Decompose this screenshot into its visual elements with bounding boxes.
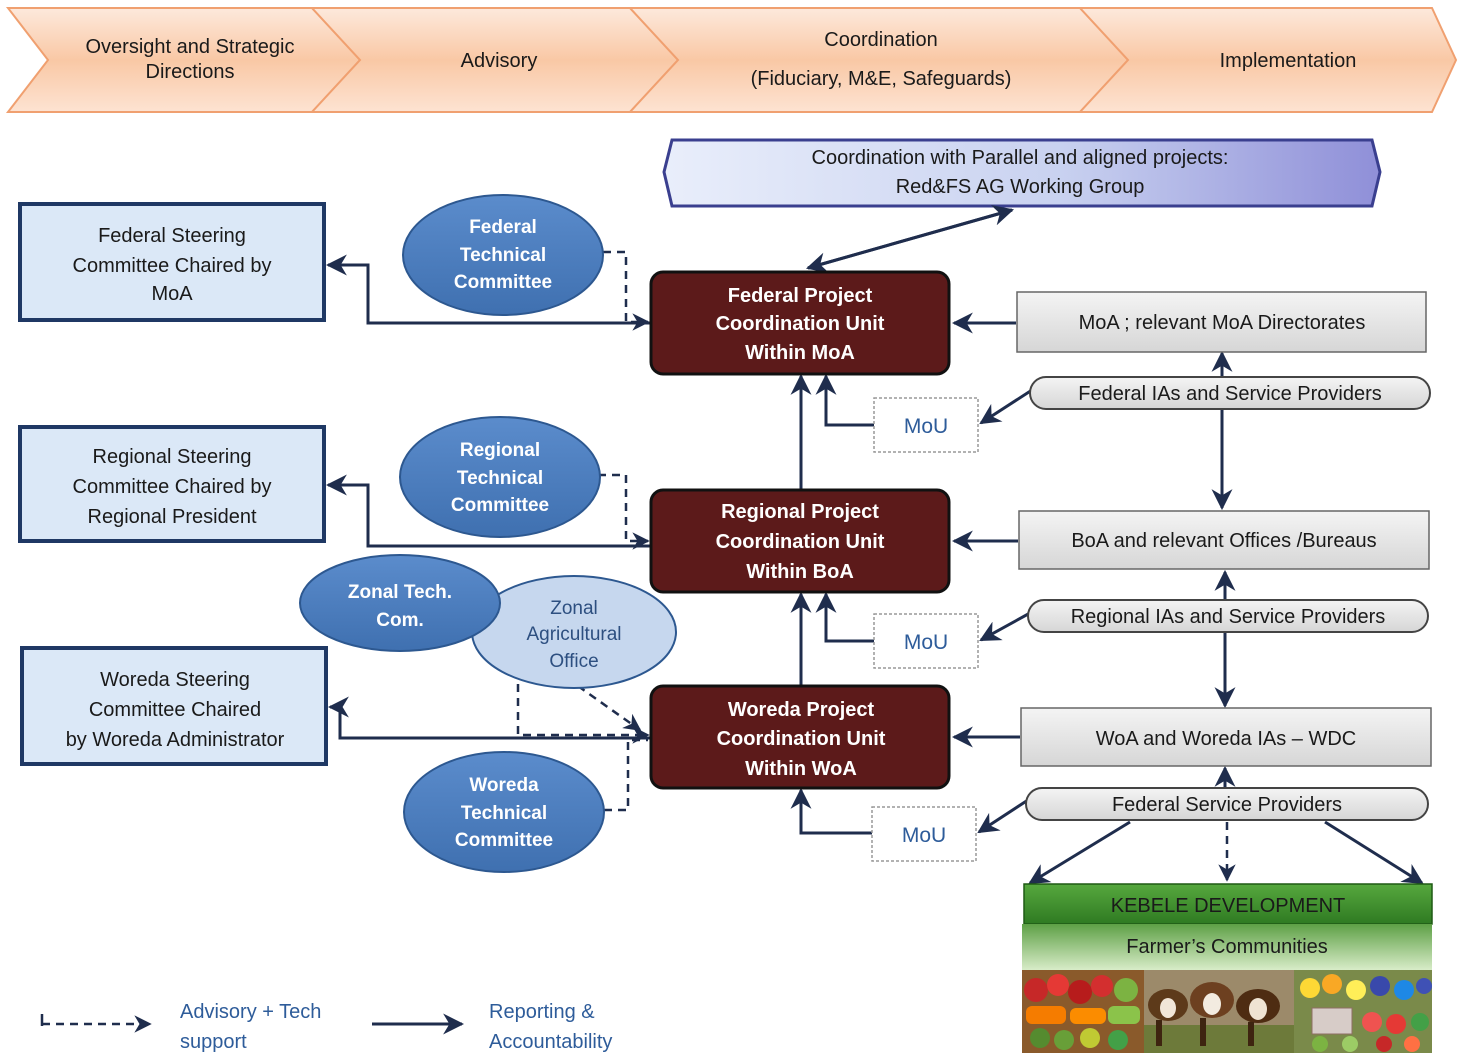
fcu-line1: Federal Project [728,285,873,307]
legend-advisory: Advisory + Tech support [40,1001,321,1053]
woreda-coordination-unit: Woreda Project Coordination Unit Within … [649,684,951,790]
zonal-technical-committee: Zonal Tech. Com. [299,554,501,652]
header-step-3-line1: Coordination [824,29,937,51]
reporting-arrows [325,205,1424,885]
federal-ias-label: Federal IAs and Service Providers [1078,383,1381,405]
woreda-technical-committee: Woreda Technical Committee [403,751,605,873]
mou-woreda: MoU [871,806,977,862]
produce-market-image [1294,970,1432,1053]
mou-regional: MoU [873,613,979,669]
wtc-line2: Technical [461,803,547,824]
ftc-line1: Federal [469,217,537,238]
chevron-coordination [627,7,1130,113]
header-step-3-line2: (Fiduciary, M&E, Safeguards) [751,68,1012,90]
regional-steering-line1: Regional Steering [93,446,252,468]
federal-service-providers-label: Federal Service Providers [1112,794,1342,816]
woa-ias-box: WoA and Woreda IAs – WDC [1020,707,1432,767]
wtc-line3: Committee [455,830,553,851]
woreda-steering-line3: by Woreda Administrator [66,729,285,751]
legend-reporting-line2: Accountability [489,1031,612,1053]
federal-service-providers-pill: Federal Service Providers [1025,787,1429,821]
steering-committee-woreda: Woreda Steering Committee Chaired by Wor… [20,646,328,766]
regional-steering-line2: Committee Chaired by [73,476,272,498]
mou-federal: MoU [873,397,979,453]
chevron-implementation [1077,7,1458,113]
woreda-steering-line2: Committee Chaired [89,699,261,721]
ftc-line3: Committee [454,272,552,293]
federal-steering-line2: Committee Chaired by [73,255,272,277]
regional-ias-pill: Regional IAs and Service Providers [1027,599,1429,633]
legend-advisory-line1: Advisory + Tech [180,1001,321,1023]
ftc-line2: Technical [460,245,546,266]
federal-steering-line3: MoA [151,283,193,305]
cattle-image [1144,970,1294,1053]
regional-technical-committee: Regional Technical Committee [399,416,601,538]
wcu-line2: Coordination Unit [717,728,886,750]
kebele-subtitle: Farmer’s Communities [1126,936,1328,958]
federal-coordination-unit: Federal Project Coordination Unit Within… [649,270,951,376]
zao-line2: Agricultural [526,624,621,645]
wtc-line1: Woreda [469,775,539,796]
farm-photo-strip [1022,970,1432,1053]
fcu-line3: Within MoA [745,342,855,364]
legend-reporting: Reporting & Accountability [372,1001,612,1053]
ztc-line1: Zonal Tech. [348,582,452,603]
rcu-line2: Coordination Unit [716,531,885,553]
woreda-steering-line1: Woreda Steering [100,669,250,691]
federal-ias-pill: Federal IAs and Service Providers [1029,376,1431,410]
header-step-2: Advisory [461,50,538,72]
header-step-4: Implementation [1220,50,1357,72]
zonal-agricultural-office: Zonal Agricultural Office [471,575,677,689]
regional-steering-line3: Regional President [88,506,257,528]
rtc-line2: Technical [457,468,543,489]
steering-committee-federal: Federal Steering Committee Chaired by Mo… [18,202,326,322]
legend: Advisory + Tech support Reporting & Acco… [40,1001,612,1053]
regional-ias-label: Regional IAs and Service Providers [1071,606,1386,628]
legend-reporting-line1: Reporting & [489,1001,595,1023]
boa-offices-label: BoA and relevant Offices /Bureaus [1071,530,1376,552]
ztc-line2: Com. [376,610,424,631]
federal-steering-line1: Federal Steering [98,225,246,247]
header-process-bar: Oversight and Strategic Directions Advis… [5,7,1458,113]
header-step-1-line2: Directions [146,61,235,83]
parallel-projects-box: Coordination with Parallel and aligned p… [662,138,1382,208]
regional-coordination-unit: Regional Project Coordination Unit Withi… [649,488,951,594]
rcu-line3: Within BoA [746,561,854,583]
kebele-development-box: KEBELE DEVELOPMENT Farmer’s Communities [1022,883,1433,970]
mou-federal-label: MoU [904,415,948,438]
rcu-line1: Regional Project [721,501,879,523]
wcu-line3: Within WoA [745,758,857,780]
woa-ias-label: WoA and Woreda IAs – WDC [1096,728,1356,750]
zao-line1: Zonal [550,598,598,619]
fcu-line2: Coordination Unit [716,313,885,335]
vegetables-image [1022,970,1144,1053]
moa-directorates-box: MoA ; relevant MoA Directorates [1016,291,1427,353]
rtc-line1: Regional [460,440,540,461]
rtc-line3: Committee [451,495,549,516]
legend-advisory-line2: support [180,1031,247,1053]
moa-directorates-label: MoA ; relevant MoA Directorates [1079,312,1366,334]
header-step-1-line1: Oversight and Strategic [86,36,295,58]
parallel-projects-line2: Red&FS AG Working Group [896,176,1145,198]
mou-regional-label: MoU [904,631,948,654]
zao-line3: Office [549,651,598,672]
wcu-line1: Woreda Project [728,699,875,721]
steering-committee-regional: Regional Steering Committee Chaired by R… [18,425,326,543]
boa-offices-box: BoA and relevant Offices /Bureaus [1018,510,1430,570]
parallel-projects-line1: Coordination with Parallel and aligned p… [812,147,1229,169]
kebele-title: KEBELE DEVELOPMENT [1111,895,1346,917]
mou-woreda-label: MoU [902,824,946,847]
federal-technical-committee: Federal Technical Committee [402,194,604,316]
chevron-oversight [5,7,362,113]
